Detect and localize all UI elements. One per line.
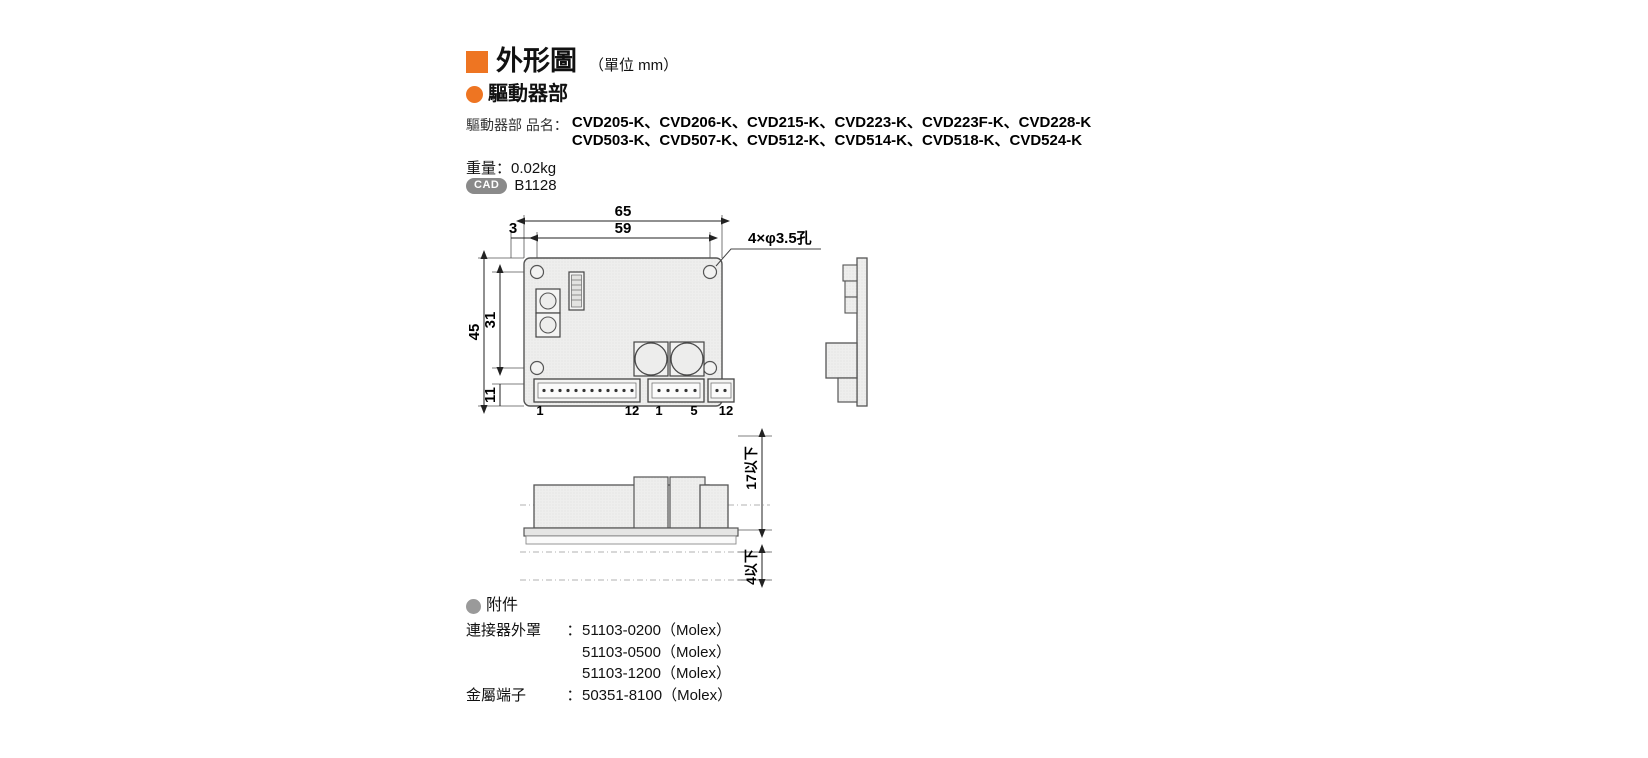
driver-section-heading: 驅動器部 (466, 84, 568, 104)
accessory-key: 金屬端子 (466, 686, 527, 704)
dim-label-17-max: 17以下 (743, 446, 759, 490)
orange-square-icon (466, 50, 488, 73)
connector-5pin-middle (647, 378, 705, 403)
outline-drawing-heading: 外形圖 （單位 mm） (466, 48, 678, 75)
pcb-board-outline (523, 257, 723, 407)
dip-switch (568, 271, 585, 311)
accessory-value: 51103-0500（Molex） (582, 643, 731, 661)
mounting-hole (702, 264, 718, 280)
reference-lines (520, 504, 770, 581)
side-component (844, 296, 858, 314)
dim-3: 3 (509, 220, 537, 239)
pin-label: 5 (690, 403, 697, 418)
pin-label: 12 (719, 403, 733, 418)
accessories-title: 附件 (486, 597, 519, 614)
model-line: CVD205-K、CVD206-K、CVD215-K、CVD223-K、CVD2… (571, 114, 1092, 131)
accessories-list: 連接器外罩 ： 51103-0200（Molex） 51103-0500（Mol… (466, 620, 732, 706)
dim-label-45: 45 (466, 324, 483, 341)
bottom-right-block (699, 484, 729, 529)
connector-pin-labels: 1 12 1 5 12 (536, 403, 733, 418)
dim-65: 65 (516, 203, 730, 225)
accessories-heading: 附件 (466, 598, 518, 614)
accessory-key (466, 642, 566, 664)
hole-callout-label: 4×φ3.5孔 (748, 230, 812, 247)
model-line: CVD503-K、CVD507-K、CVD512-K、CVD514-K、CVD5… (571, 132, 1083, 149)
accessory-key: 連接器外罩 (466, 622, 542, 639)
front-view-extension-lines (510, 215, 723, 268)
dim-59: 59 (529, 220, 718, 242)
cad-code: B1128 (514, 177, 557, 194)
mounting-hole (529, 264, 545, 280)
dim-label-3: 3 (509, 220, 517, 237)
mounting-hole (702, 360, 718, 376)
orange-bullet-icon (466, 85, 483, 103)
front-view-h-extension-lines (478, 257, 536, 407)
mounting-hole (529, 360, 545, 376)
bottom-base-plate (523, 527, 739, 537)
dim-label-65: 65 (615, 203, 632, 220)
bottom-raised-block (633, 476, 669, 529)
accessory-key (466, 663, 566, 685)
accessory-colon (566, 642, 582, 664)
front-view: 65 59 3 45 (466, 203, 821, 418)
bottom-view: 17以下 4以下 (520, 428, 772, 588)
dim-17-max: 17以下 (743, 428, 766, 538)
dim-label-31: 31 (482, 312, 499, 329)
accessory-value: 50351-8100（Molex） (582, 686, 733, 704)
model-name-block: 驅動器部 品名： CVD205-K、CVD206-K、CVD215-K、CVD2… (466, 114, 1091, 150)
dim-4-max: 4以下 (743, 544, 766, 588)
side-component (844, 280, 858, 298)
page-title: 外形圖 (496, 46, 577, 76)
bottom-lower-plate (525, 535, 737, 545)
accessory-value: 51103-1200（Molex） (582, 665, 731, 682)
hole-callout: 4×φ3.5孔 (715, 230, 821, 267)
weight-text: 重量：0.02kg (466, 160, 557, 177)
bottom-view-extension-lines (738, 435, 772, 581)
connector-12pin-left (533, 378, 641, 403)
connector-2pin-right (707, 378, 735, 403)
accessory-value: 51103-0200（Molex） (582, 622, 731, 639)
pin-label: 12 (625, 403, 639, 418)
section-title: 驅動器部 (488, 83, 568, 105)
dim-45: 45 (466, 250, 488, 414)
unit-note: （單位 mm） (589, 57, 679, 74)
accessory-row: 連接器外罩 ： 51103-0200（Molex） (466, 620, 732, 642)
side-view (825, 257, 868, 407)
pin-label: 1 (536, 403, 543, 418)
side-board-edge (856, 257, 868, 407)
side-connector (837, 377, 858, 403)
accessory-colon (566, 663, 582, 685)
side-component (842, 264, 858, 282)
dim-label-59: 59 (615, 220, 632, 237)
cad-badge: CAD (466, 177, 508, 194)
capacitors (633, 341, 705, 377)
accessory-row: 51103-1200（Molex） (466, 663, 732, 685)
cad-reference: CAD B1128 (466, 177, 557, 194)
dim-31: 31 (482, 264, 504, 376)
dim-11: 11 (482, 384, 501, 406)
gray-bullet-icon (466, 598, 481, 614)
model-name-label: 驅動器部 品名： (466, 117, 568, 133)
accessory-colon: ： (566, 686, 582, 704)
mounting-holes (529, 264, 718, 376)
dim-label-11: 11 (482, 387, 499, 403)
side-capacitor-body (825, 342, 858, 379)
accessory-colon: ： (566, 622, 582, 639)
pin-label: 1 (655, 403, 662, 418)
accessory-row: 金屬端子 ： 50351-8100（Molex） (466, 685, 732, 707)
accessory-row: 51103-0500（Molex） (466, 642, 732, 664)
bottom-raised-block (669, 476, 706, 529)
bottom-main-block (533, 484, 710, 529)
dim-label-4-max: 4以下 (743, 549, 759, 585)
rotary-switches (535, 288, 561, 338)
